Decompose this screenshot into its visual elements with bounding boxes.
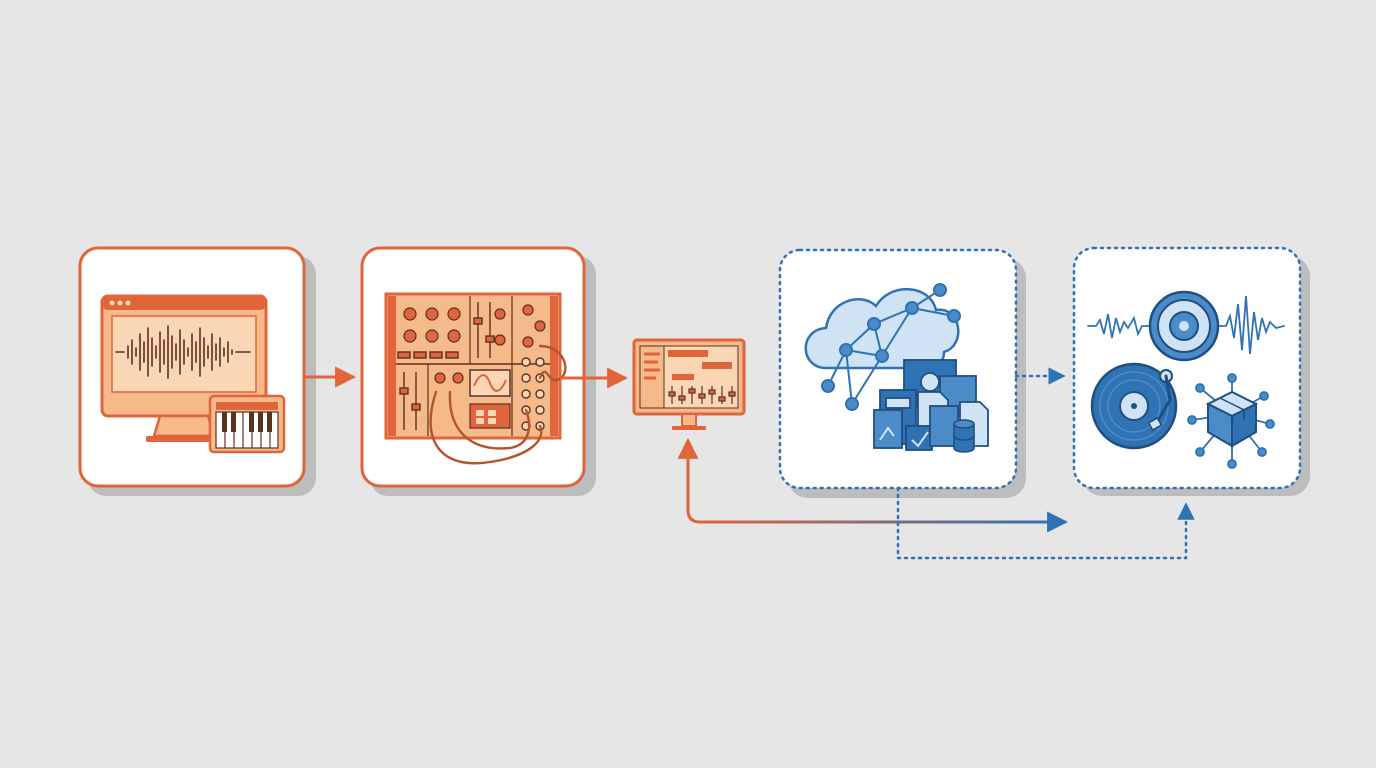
node-daw-workstation <box>78 246 316 496</box>
midi-keyboard-icon <box>208 394 286 454</box>
waveform-icon <box>1087 295 1285 355</box>
mixer-fader-icon <box>668 386 736 404</box>
oscilloscope-icon <box>434 369 511 429</box>
network-node-icon <box>821 283 961 411</box>
package-network-icon <box>1187 373 1275 469</box>
database-icon <box>953 419 975 453</box>
speaker-icon <box>1148 290 1220 362</box>
fader-icon <box>397 302 495 430</box>
vinyl-turntable-icon <box>1090 362 1178 450</box>
waveform-icon <box>115 325 251 379</box>
edge-cloud-to-distribution-below <box>896 486 1195 560</box>
node-cloud-storage <box>778 248 1026 498</box>
knob-icon <box>403 304 546 348</box>
node-mix-monitor <box>632 338 746 430</box>
file-stack-icon <box>873 359 989 451</box>
patch-cable-icon <box>429 344 567 465</box>
node-distribution <box>1072 246 1310 496</box>
edge-monitor-to-distribution <box>686 444 1064 524</box>
node-modular-synth <box>360 246 596 496</box>
